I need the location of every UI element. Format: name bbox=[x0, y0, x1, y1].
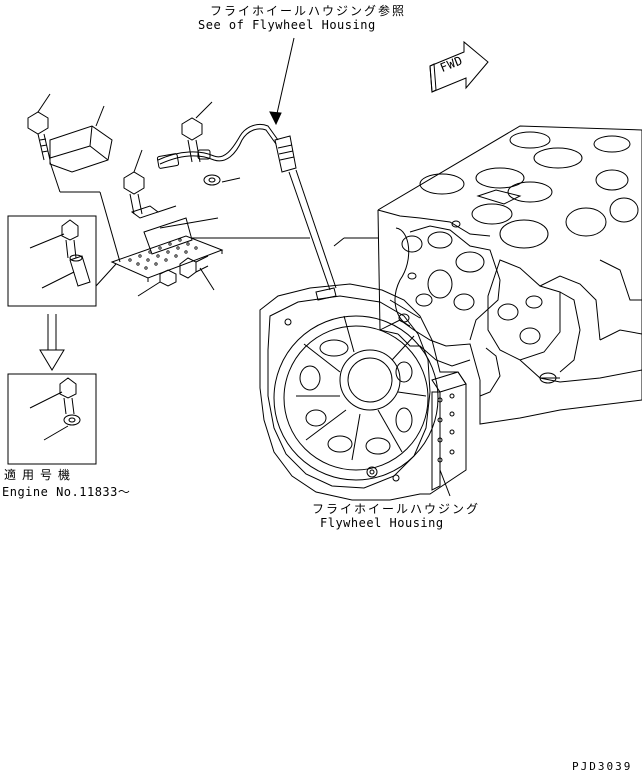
housing-label-en: Flywheel Housing bbox=[320, 516, 444, 530]
down-arrow-icon bbox=[39, 314, 65, 371]
flywheel-housing bbox=[259, 283, 467, 501]
engine-block bbox=[333, 125, 642, 425]
leader-line bbox=[95, 263, 117, 287]
nut-icon bbox=[137, 269, 177, 297]
bracket-plate bbox=[110, 217, 310, 282]
reference-note-en: See of Flywheel Housing bbox=[198, 18, 376, 32]
detail-box-after bbox=[7, 373, 97, 465]
sensor-harness bbox=[156, 123, 337, 291]
cover-bracket bbox=[49, 105, 113, 173]
bolt-icon bbox=[123, 149, 145, 215]
clip-icon bbox=[130, 205, 177, 219]
leader-line bbox=[49, 161, 61, 193]
fwd-arrow-icon bbox=[429, 40, 489, 93]
detail-box-before bbox=[7, 215, 97, 307]
reference-leader-arrow bbox=[269, 37, 295, 126]
drawing-code: PJD3039 bbox=[572, 760, 633, 773]
engine-number-label: Engine No.11833～ bbox=[2, 485, 131, 499]
bolt-icon bbox=[181, 101, 213, 163]
applicable-label-jp: 適用号機 bbox=[4, 468, 77, 482]
bolt-icon bbox=[179, 255, 215, 291]
reference-note-jp: フライホイールハウジング参照 bbox=[210, 4, 407, 18]
washer-icon bbox=[203, 174, 241, 186]
leader-line bbox=[99, 191, 121, 263]
leader-line bbox=[439, 469, 451, 497]
housing-label-jp: フライホイールハウジング bbox=[312, 502, 481, 516]
bolt-icon bbox=[27, 93, 51, 161]
